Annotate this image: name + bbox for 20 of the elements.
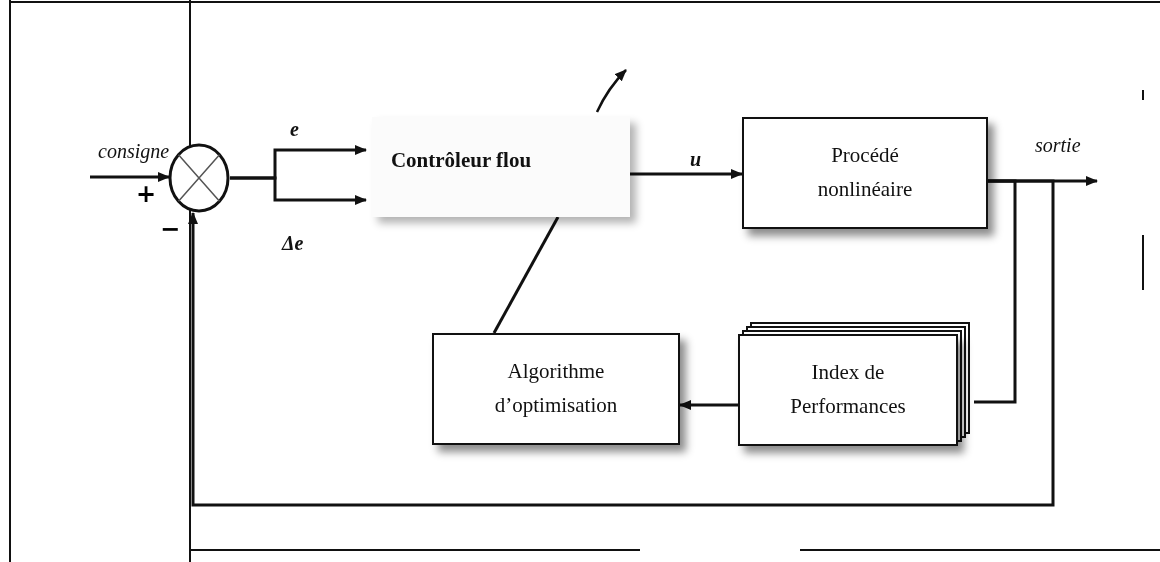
connector-line xyxy=(492,216,560,334)
arrow xyxy=(230,176,367,205)
process-box xyxy=(432,333,680,445)
arrow xyxy=(630,169,743,179)
process-box xyxy=(742,117,988,229)
edge-label: e xyxy=(290,118,299,141)
summing-junction xyxy=(168,143,230,213)
sign-label: + xyxy=(136,180,157,208)
arrow xyxy=(188,179,1055,507)
box-label: Procédé nonlinéaire xyxy=(816,142,914,203)
edge-label: Δe xyxy=(282,232,304,255)
edge-label: u xyxy=(690,148,702,171)
arrow xyxy=(679,400,738,410)
box-label: Contrôleur flou xyxy=(390,147,532,175)
edge-label: consigne xyxy=(98,140,170,163)
box-label: Index de Performances xyxy=(789,359,907,420)
box-label: Algorithme d’optimisation xyxy=(493,358,619,419)
arrow xyxy=(90,172,170,182)
sign-label: − xyxy=(160,215,181,243)
edge-label: sortie xyxy=(1035,134,1081,157)
